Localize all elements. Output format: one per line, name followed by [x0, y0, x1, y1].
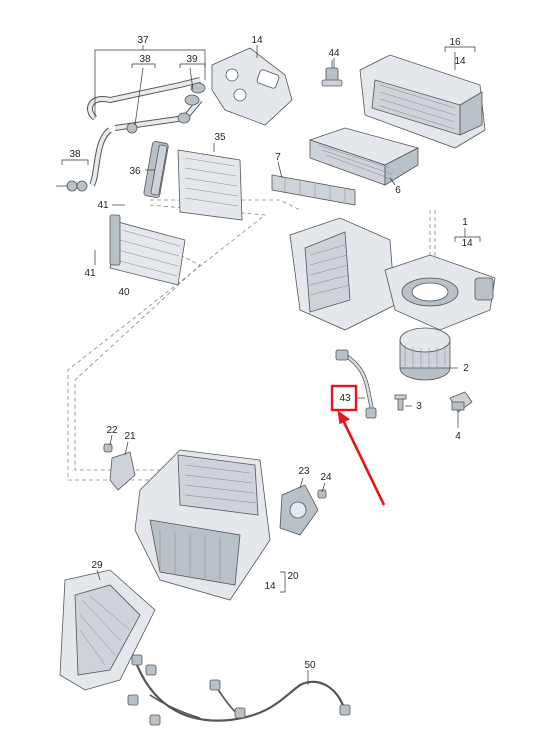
evaporator-40 [109, 214, 186, 286]
seal-strip-7 [271, 174, 356, 206]
blower-motor-2 [399, 327, 451, 381]
wiring-loom-50 [127, 654, 351, 726]
callout-23: 23 [298, 466, 310, 477]
highlight-arrow-shaft [340, 417, 386, 506]
valve-44 [321, 60, 343, 87]
main-housing-20 [134, 449, 271, 601]
coolant-pipes-37 [66, 77, 206, 192]
callout-14-housing: 14 [454, 56, 466, 67]
highlight-box [330, 384, 358, 412]
actuator-21 [103, 443, 136, 491]
callout-14-lower: 14 [264, 581, 276, 592]
callout-7: 7 [275, 152, 281, 163]
wiring-harness-43 [335, 349, 377, 419]
callout-50: 50 [304, 660, 316, 671]
callout-14-gasket: 14 [251, 35, 263, 46]
callout-39: 39 [186, 54, 198, 65]
heat-exchanger-35 [143, 141, 243, 221]
callout-35: 35 [214, 132, 226, 143]
air-housing-16 [359, 54, 486, 149]
callout-24: 24 [320, 472, 332, 483]
callout-20: 20 [287, 571, 299, 582]
air-duct-29 [59, 569, 156, 691]
callout-14-blower: 14 [461, 238, 473, 249]
callout-38-left: 38 [69, 149, 81, 160]
screw-3 [394, 394, 407, 411]
callout-40: 40 [118, 287, 130, 298]
callout-38-top: 38 [139, 54, 151, 65]
gasket-plate-14 [211, 47, 293, 126]
callout-41-top: 41 [97, 200, 109, 211]
highlight-arrow-head [337, 410, 351, 425]
callout-29: 29 [91, 560, 103, 571]
callout-3: 3 [416, 401, 422, 412]
cabin-filter-6 [308, 127, 420, 186]
callout-6: 6 [395, 185, 401, 196]
leader-lines [56, 45, 481, 685]
servo-motor-23 [279, 484, 327, 536]
callout-37: 37 [137, 35, 149, 46]
callout-36: 36 [129, 166, 141, 177]
callout-1: 1 [462, 217, 468, 228]
callout-4: 4 [455, 431, 461, 442]
callout-2: 2 [463, 363, 469, 374]
callout-16: 16 [449, 37, 461, 48]
callout-21: 21 [124, 431, 136, 442]
callout-labels: 37 14 38 39 44 16 14 35 36 7 38 41 6 1 1… [69, 35, 473, 671]
highlight-annotation [330, 384, 386, 506]
callout-44: 44 [328, 48, 340, 59]
resistor-4 [449, 391, 473, 413]
blower-housing-1 [289, 217, 496, 331]
callout-43: 43 [339, 393, 351, 404]
callout-22: 22 [106, 425, 118, 436]
callout-41-bottom: 41 [84, 268, 96, 279]
